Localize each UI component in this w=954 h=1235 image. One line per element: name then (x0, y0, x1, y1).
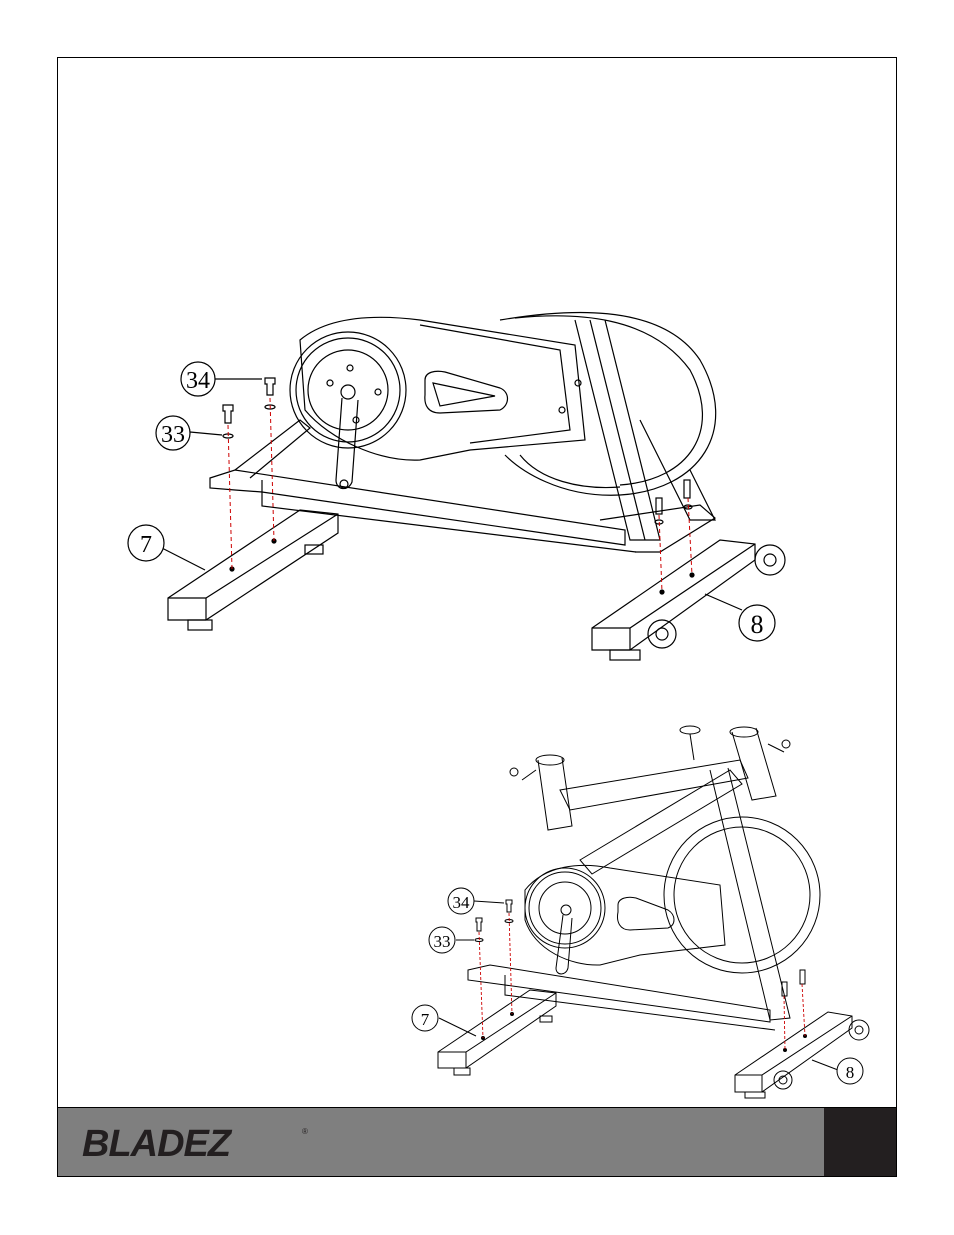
svg-text:34: 34 (186, 368, 210, 394)
svg-text:34: 34 (453, 893, 471, 912)
svg-text:7: 7 (140, 532, 152, 558)
svg-text:7: 7 (421, 1010, 430, 1029)
svg-text:8: 8 (751, 610, 764, 639)
lower-callout-33: 33 (428, 926, 456, 954)
registered-mark: ® (302, 1127, 308, 1136)
upper-callout-34: 34 (180, 361, 216, 397)
upper-assembly-illustration (157, 311, 786, 661)
svg-text:33: 33 (434, 932, 451, 951)
svg-text:33: 33 (161, 422, 185, 448)
svg-text:8: 8 (846, 1063, 855, 1082)
bladez-logo: BLADEZ ® (82, 1123, 308, 1162)
assembly-diagram: 34 33 7 8 (127, 311, 870, 1099)
lower-callout-7: 7 (411, 1004, 439, 1032)
upper-callout-7: 7 (127, 524, 165, 562)
footer-bar: BLADEZ ® (57, 1107, 897, 1177)
page-number-tab (824, 1108, 896, 1176)
lower-assembly-illustration (437, 725, 870, 1099)
lower-callout-8: 8 (836, 1057, 864, 1085)
lower-alignment-lines (478, 912, 806, 1051)
lower-callout-34: 34 (447, 887, 475, 915)
brand-logo-text: BLADEZ (82, 1123, 233, 1162)
upper-callout-8: 8 (738, 604, 776, 642)
upper-callout-33: 33 (155, 415, 191, 451)
upper-alignment-lines (227, 397, 693, 593)
